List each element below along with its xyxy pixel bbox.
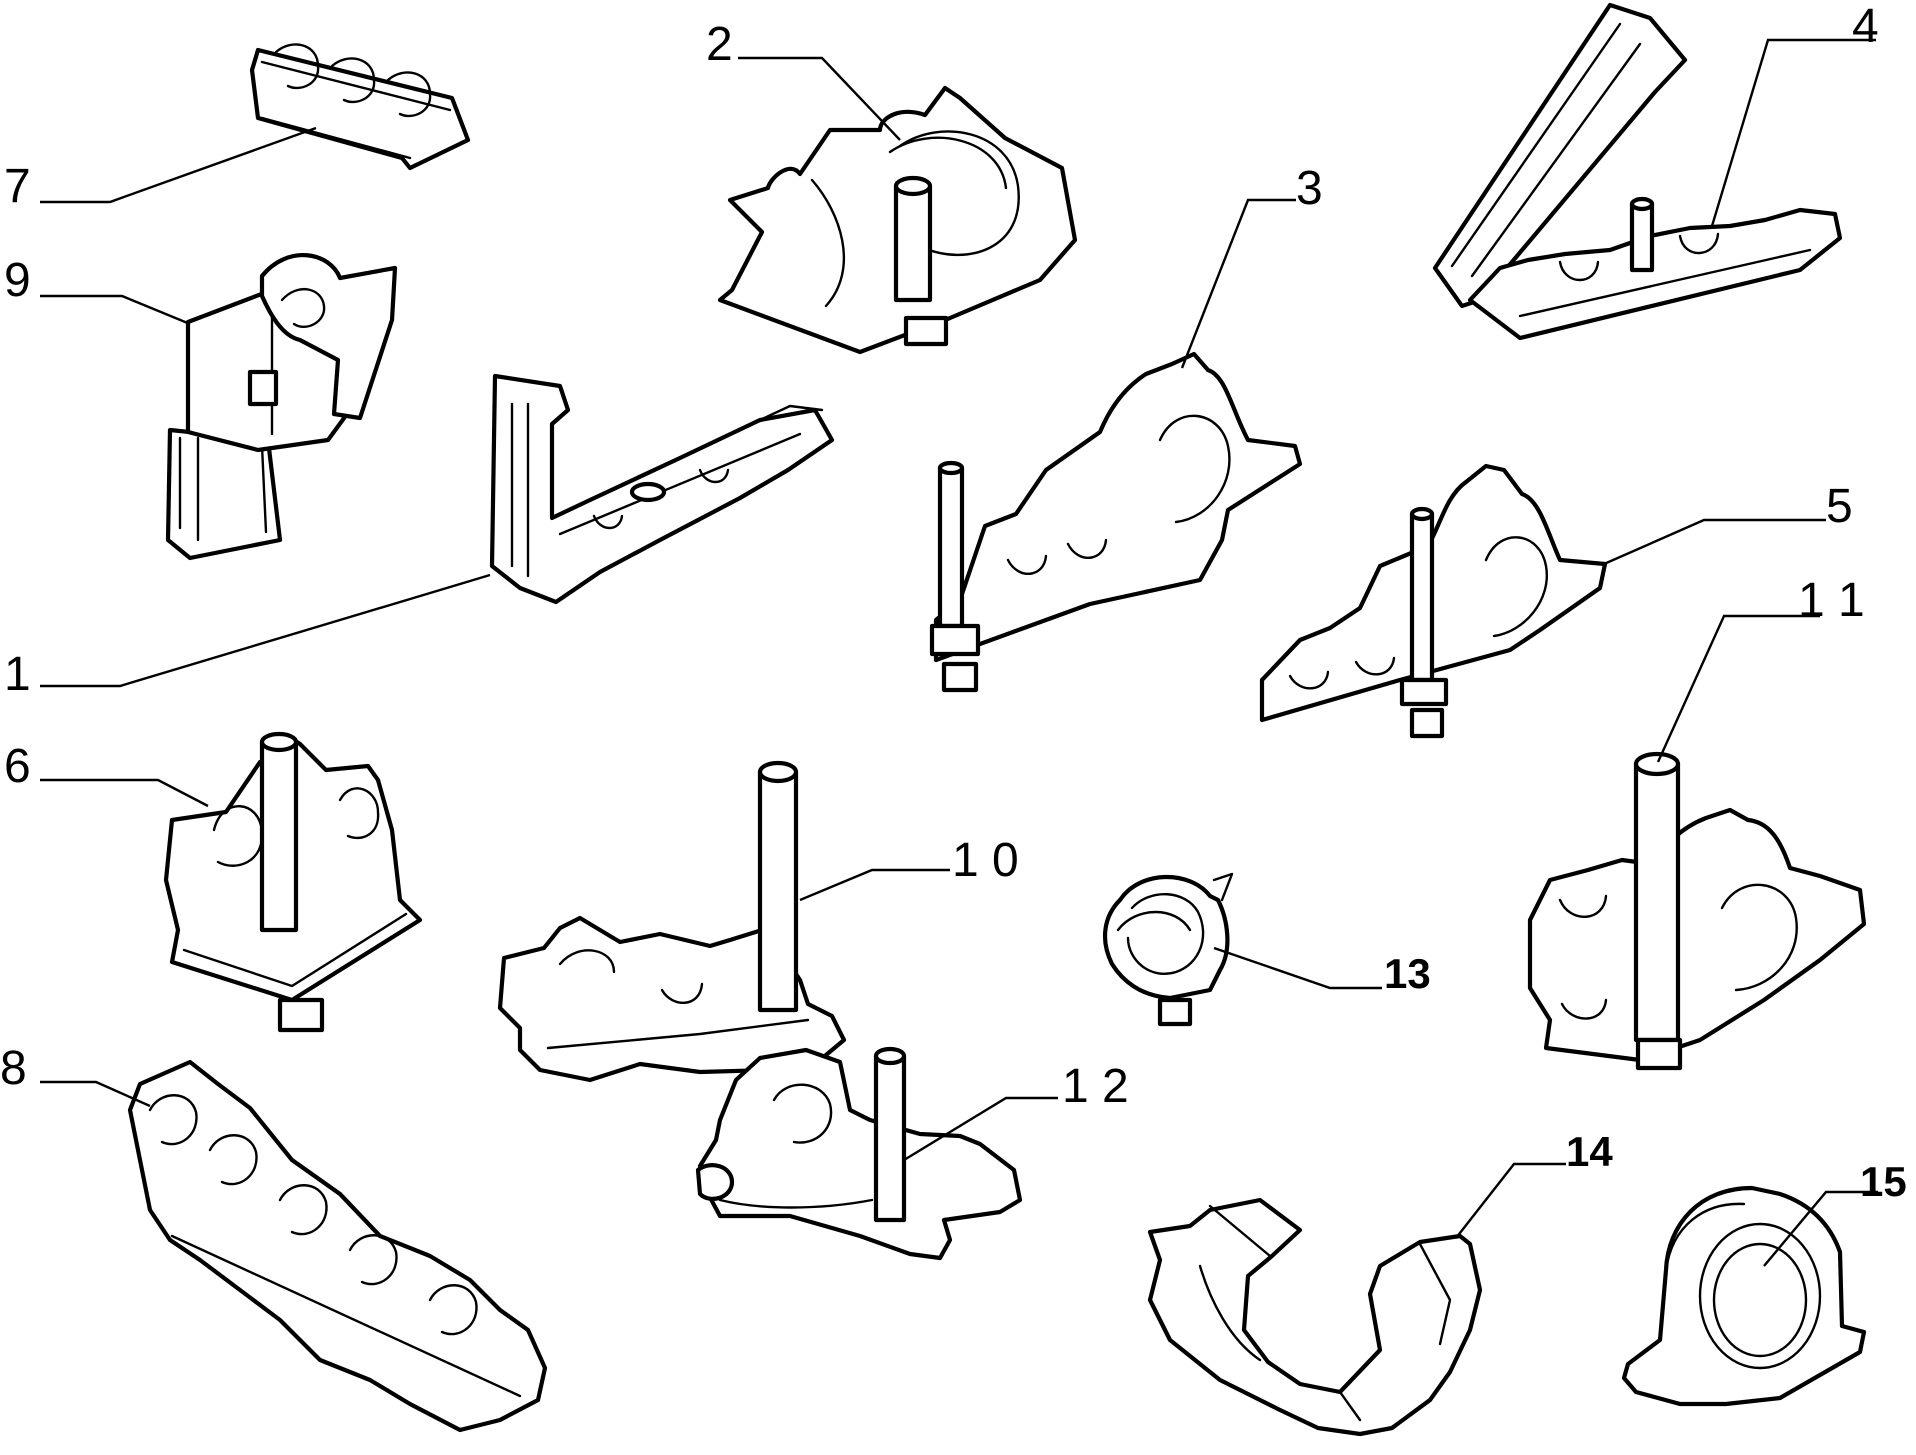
part-10-twin-arm-clip [497, 760, 847, 1091]
callout-3: 3 [1296, 162, 1323, 215]
part-4-hinged-strip [1432, 2, 1843, 341]
part-14-saddle-clip [1147, 1197, 1483, 1437]
part-15-ring-saddle [1621, 1185, 1867, 1407]
leader-9 [40, 294, 191, 326]
part-12-housing-clip [695, 1046, 1023, 1261]
leader-6 [40, 778, 209, 808]
leader-lines [40, 38, 1878, 1267]
callout-14: 14 [1566, 1128, 1613, 1175]
callout-4: 4 [1852, 0, 1879, 53]
callout-2: 2 [706, 18, 733, 71]
part-2-double-ring-clip [717, 85, 1078, 355]
callout-1: 1 [4, 648, 31, 701]
callout-12: 1 2 [1062, 1060, 1129, 1113]
part-13-round-push-clip [1103, 872, 1234, 1027]
callout-labels: 1 2 3 4 5 6 7 8 9 1 0 1 1 1 2 13 14 15 [0, 0, 1907, 1205]
leader-2 [738, 56, 901, 141]
leader-14 [1455, 1162, 1566, 1239]
leader-13 [1213, 946, 1382, 990]
leader-7 [40, 126, 317, 204]
callout-5: 5 [1826, 480, 1853, 533]
callout-15: 15 [1860, 1158, 1907, 1205]
callout-9: 9 [4, 254, 31, 307]
leader-11 [1656, 614, 1820, 763]
part-7-triple-clip [249, 43, 471, 171]
part-8-chain-clip [127, 1059, 548, 1433]
callout-11: 1 1 [1798, 574, 1865, 627]
part-5-pinned-ring-clip [1259, 463, 1608, 739]
part-11-ring-clip [1527, 751, 1867, 1071]
callout-8: 8 [0, 1042, 27, 1095]
leader-1 [40, 573, 491, 688]
callout-7: 7 [4, 160, 31, 213]
leader-10 [799, 868, 950, 902]
callout-10: 1 0 [952, 834, 1019, 887]
leader-5 [1603, 518, 1826, 566]
leader-15 [1763, 1190, 1878, 1267]
leader-4 [1710, 38, 1876, 227]
part-6-block-clip [163, 731, 423, 1033]
part-3-pinned-ring-clip [929, 351, 1303, 693]
callout-6: 6 [4, 740, 31, 793]
leader-3 [1180, 198, 1296, 369]
part-1-l-bracket [489, 373, 835, 605]
leader-8 [40, 1080, 151, 1108]
leader-12 [903, 1096, 1058, 1162]
part-9-vertical-connector [165, 252, 398, 561]
callout-13: 13 [1384, 950, 1431, 997]
